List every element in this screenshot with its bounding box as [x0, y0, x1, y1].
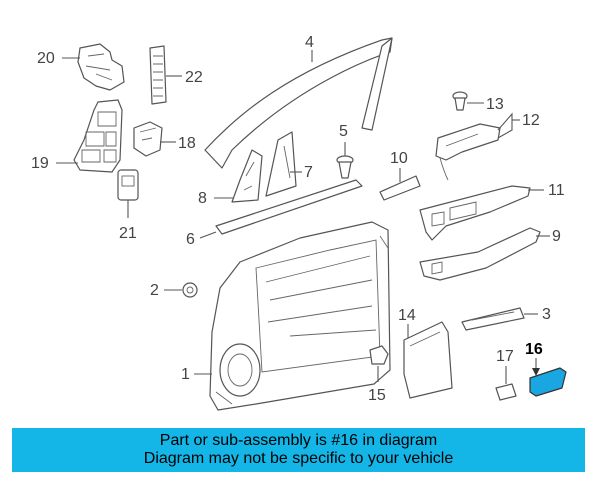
- part-20-bracket: 20: [37, 43, 125, 91]
- part-6-belt-molding: 6: [186, 179, 363, 248]
- callout-2: 2: [150, 282, 159, 299]
- part-21-switch: 21: [117, 169, 139, 242]
- callout-16: 16: [525, 341, 543, 358]
- callout-7: 7: [304, 164, 313, 181]
- callout-20: 20: [37, 50, 55, 67]
- callout-10: 10: [390, 150, 408, 167]
- part-5-clip: 5: [336, 123, 354, 179]
- part-18-switch: 18: [133, 121, 196, 157]
- part-17-cap: 17: [495, 348, 517, 401]
- part-3-insert: 3: [461, 306, 551, 331]
- callout-19: 19: [31, 155, 49, 172]
- callout-14: 14: [398, 307, 416, 324]
- callout-11: 11: [548, 182, 565, 199]
- callout-4: 4: [305, 34, 314, 51]
- part-4-window-frame: 4: [204, 34, 393, 169]
- callout-17: 17: [496, 348, 514, 365]
- part-10-trim: 10: [379, 150, 421, 201]
- part-2-fastener: 2: [150, 282, 198, 299]
- part-8-trim: 8: [198, 149, 263, 207]
- part-19-switch-panel: 19: [31, 99, 123, 173]
- callout-3: 3: [542, 306, 551, 323]
- part-9-armrest-cover: 9: [419, 227, 561, 281]
- part-14-cover: 14: [398, 307, 453, 399]
- callout-21: 21: [119, 225, 137, 242]
- callout-9: 9: [552, 228, 561, 245]
- callout-15: 15: [368, 387, 386, 404]
- part-16-shape: [529, 367, 567, 397]
- callout-6: 6: [186, 231, 195, 248]
- part-15-clip: 15: [368, 345, 389, 404]
- parts-diagram: 20 22 19 18 21 4 5: [31, 34, 567, 411]
- callout-5: 5: [339, 123, 348, 140]
- part-1-door-panel: 1: [181, 221, 391, 411]
- part-11-armrest: 11: [419, 182, 565, 241]
- part-7-trim: 7: [265, 131, 313, 197]
- part-16-highlighted: 16: [525, 341, 567, 397]
- callout-8: 8: [198, 190, 207, 207]
- callout-22: 22: [185, 69, 203, 86]
- banner-line-disclaimer: Diagram may not be specific to your vehi…: [143, 450, 454, 467]
- part-13-fastener: 13: [452, 91, 504, 113]
- fitment-banner: Part or sub-assembly is #16 in diagram D…: [12, 428, 585, 472]
- callout-12: 12: [522, 112, 540, 129]
- callout-1: 1: [181, 366, 190, 383]
- callout-13: 13: [486, 96, 504, 113]
- part-12-handle: 12: [435, 112, 540, 181]
- callout-18: 18: [178, 135, 196, 152]
- banner-line-part: Part or sub-assembly is #16 in diagram: [159, 432, 438, 449]
- part-22-strip: 22: [149, 45, 203, 105]
